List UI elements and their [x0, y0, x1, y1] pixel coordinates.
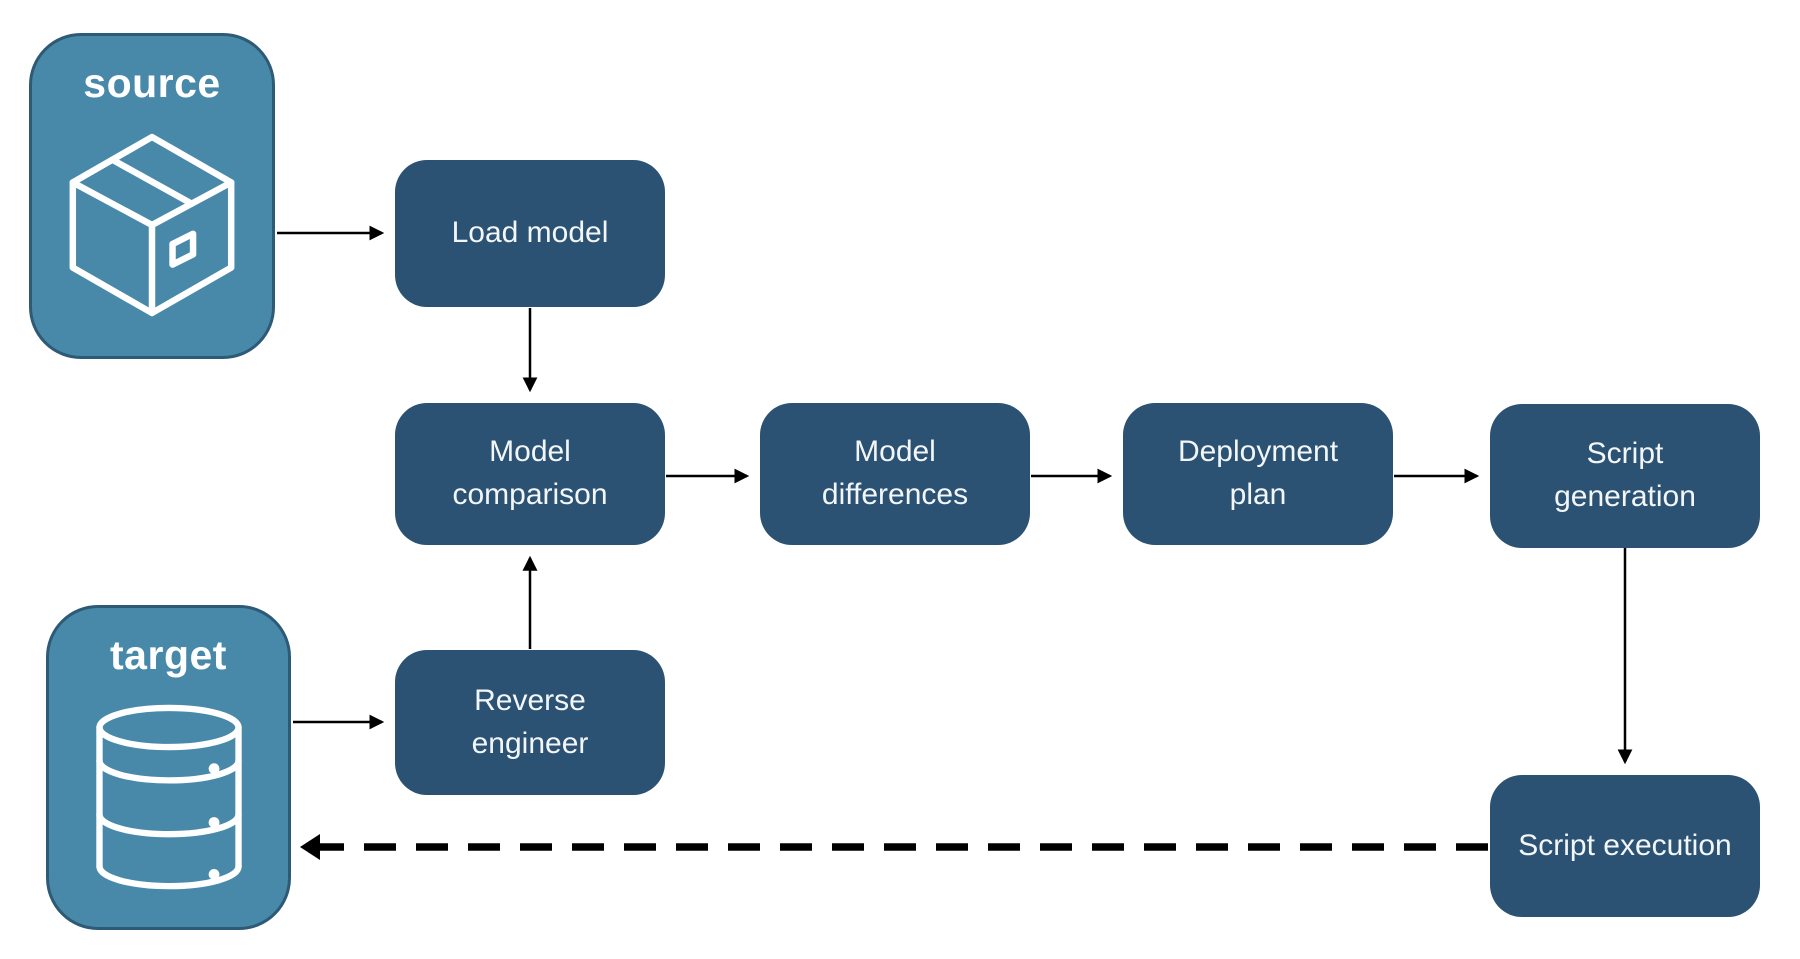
node-reverse-engineer: Reverse engineer: [395, 650, 665, 795]
node-label: Load model: [451, 216, 609, 250]
node-script-execution: Script execution: [1490, 775, 1760, 917]
node-model-comparison: Model comparison: [395, 403, 665, 545]
node-label: Script generation: [1554, 437, 1696, 513]
node-label: Script execution: [1518, 828, 1732, 862]
package-icon: [69, 133, 235, 317]
source-entity: source: [29, 33, 275, 359]
source-label: source: [83, 60, 221, 106]
node-load-model: Load model: [395, 160, 665, 307]
node-label: Model differences: [821, 435, 969, 511]
node-label: Deployment plan: [1177, 435, 1339, 511]
database-icon: [95, 704, 242, 890]
node-script-generation: Script generation: [1490, 404, 1760, 548]
node-label: Reverse engineer: [471, 683, 589, 760]
node-deployment-plan: Deployment plan: [1123, 403, 1393, 545]
target-entity: target: [46, 605, 291, 930]
node-model-differences: Model differences: [760, 403, 1030, 545]
target-label: target: [110, 632, 227, 678]
node-label: Model comparison: [452, 435, 608, 511]
